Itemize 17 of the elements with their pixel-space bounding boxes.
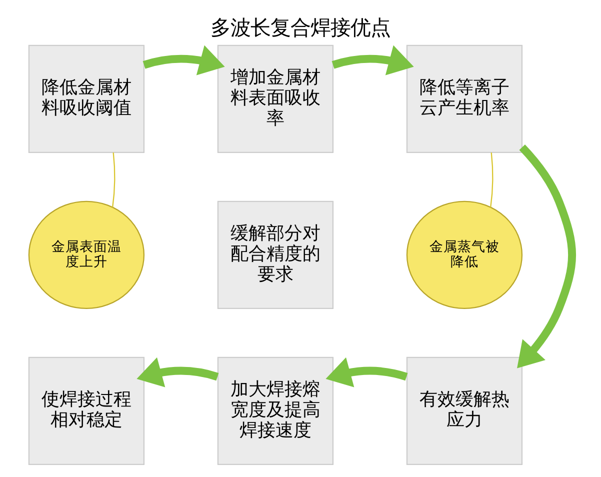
arrow <box>142 44 225 75</box>
node-circle: 金属表面温度上升 <box>28 200 145 309</box>
node-box: 有效缓解热应力 <box>406 356 523 465</box>
connector <box>490 152 494 207</box>
node-box: 降低等离子云产生机率 <box>406 44 523 153</box>
node-circle: 金属蒸气被降低 <box>406 200 523 309</box>
node-box: 降低金属材料吸收阈值 <box>28 44 145 153</box>
arrow <box>136 356 219 387</box>
node-box: 加大焊接熔宽度及提高焊接速度 <box>217 356 334 465</box>
arrow <box>326 356 408 387</box>
node-box: 增加金属材料表面吸收率 <box>217 44 334 153</box>
arrow <box>517 144 576 368</box>
arrow <box>332 44 414 75</box>
node-box: 缓解部分对配合精度的要求 <box>217 200 334 309</box>
connector <box>112 152 116 207</box>
diagram-title: 多波长复合焊接优点 <box>210 15 390 40</box>
node-box: 使焊接过程相对稳定 <box>28 356 145 465</box>
